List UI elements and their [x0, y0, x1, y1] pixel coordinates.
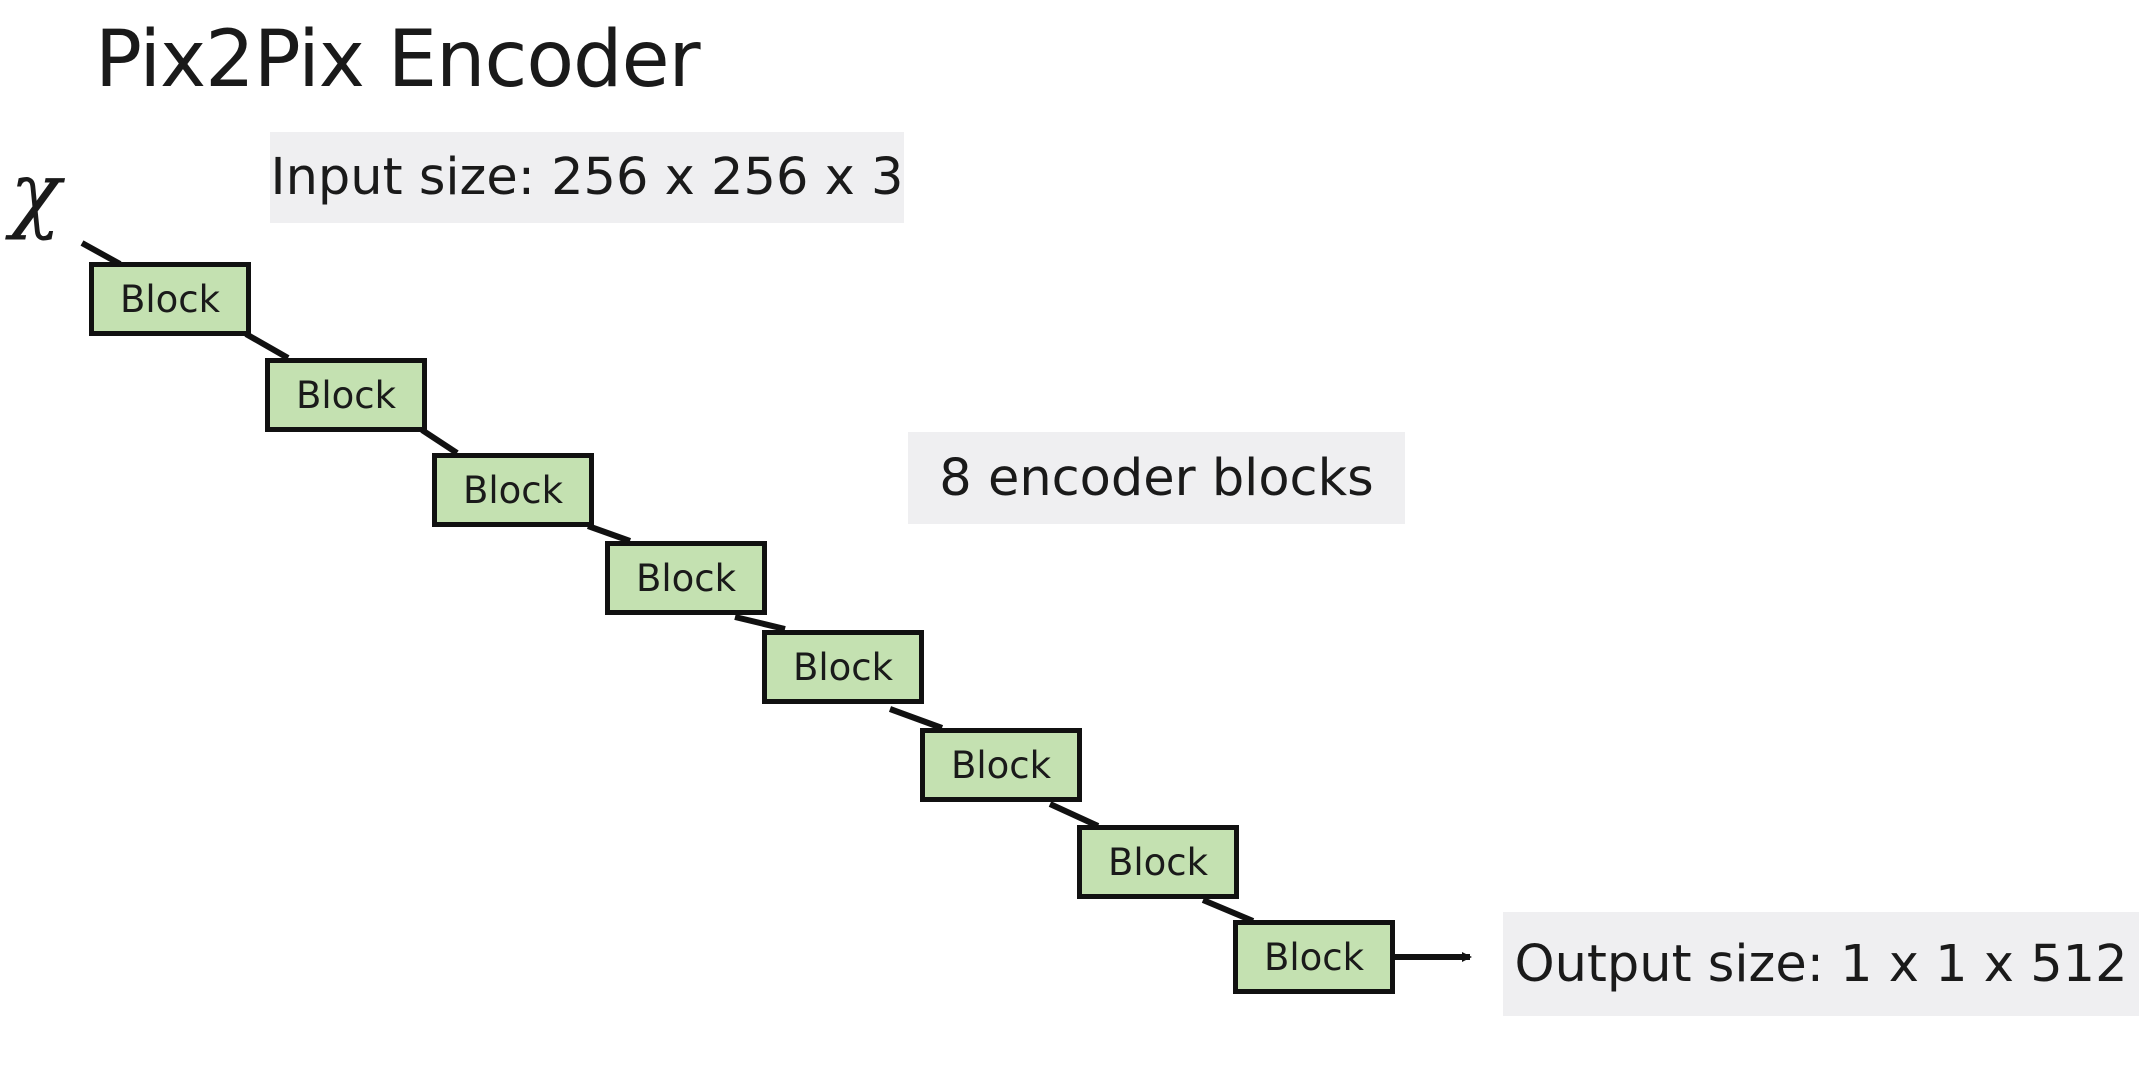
- encoder-block-7: Block: [1077, 825, 1239, 899]
- output-size-label: Output size: 1 x 1 x 512: [1503, 912, 2139, 1016]
- block-connector: [244, 331, 290, 361]
- block-label: Block: [950, 743, 1052, 787]
- block-label: Block: [792, 645, 894, 689]
- diagram-title: Pix2Pix Encoder: [95, 15, 701, 105]
- block-connector: [420, 427, 459, 456]
- encoder-block-6: Block: [920, 728, 1082, 802]
- input-connector: [80, 240, 122, 267]
- encoder-block-3: Block: [432, 453, 594, 527]
- block-label: Block: [295, 373, 397, 417]
- block-connector: [888, 706, 944, 731]
- block-connector: [1048, 801, 1100, 829]
- encoder-block-2: Block: [265, 358, 427, 432]
- input-size-label: Input size: 256 x 256 x 3: [270, 132, 904, 223]
- encoder-count-label: 8 encoder blocks: [908, 432, 1405, 524]
- encoder-block-4: Block: [605, 541, 767, 615]
- encoder-block-8: Block: [1233, 920, 1395, 994]
- block-connector: [1201, 897, 1255, 924]
- input-symbol: χ: [10, 144, 61, 242]
- block-label: Block: [1107, 840, 1209, 884]
- encoder-block-1: Block: [89, 262, 251, 336]
- block-label: Block: [1263, 935, 1365, 979]
- encoder-block-5: Block: [762, 630, 924, 704]
- block-label: Block: [635, 556, 737, 600]
- block-connector: [586, 523, 632, 544]
- block-label: Block: [119, 277, 221, 321]
- block-connector: [734, 614, 786, 632]
- block-label: Block: [462, 468, 564, 512]
